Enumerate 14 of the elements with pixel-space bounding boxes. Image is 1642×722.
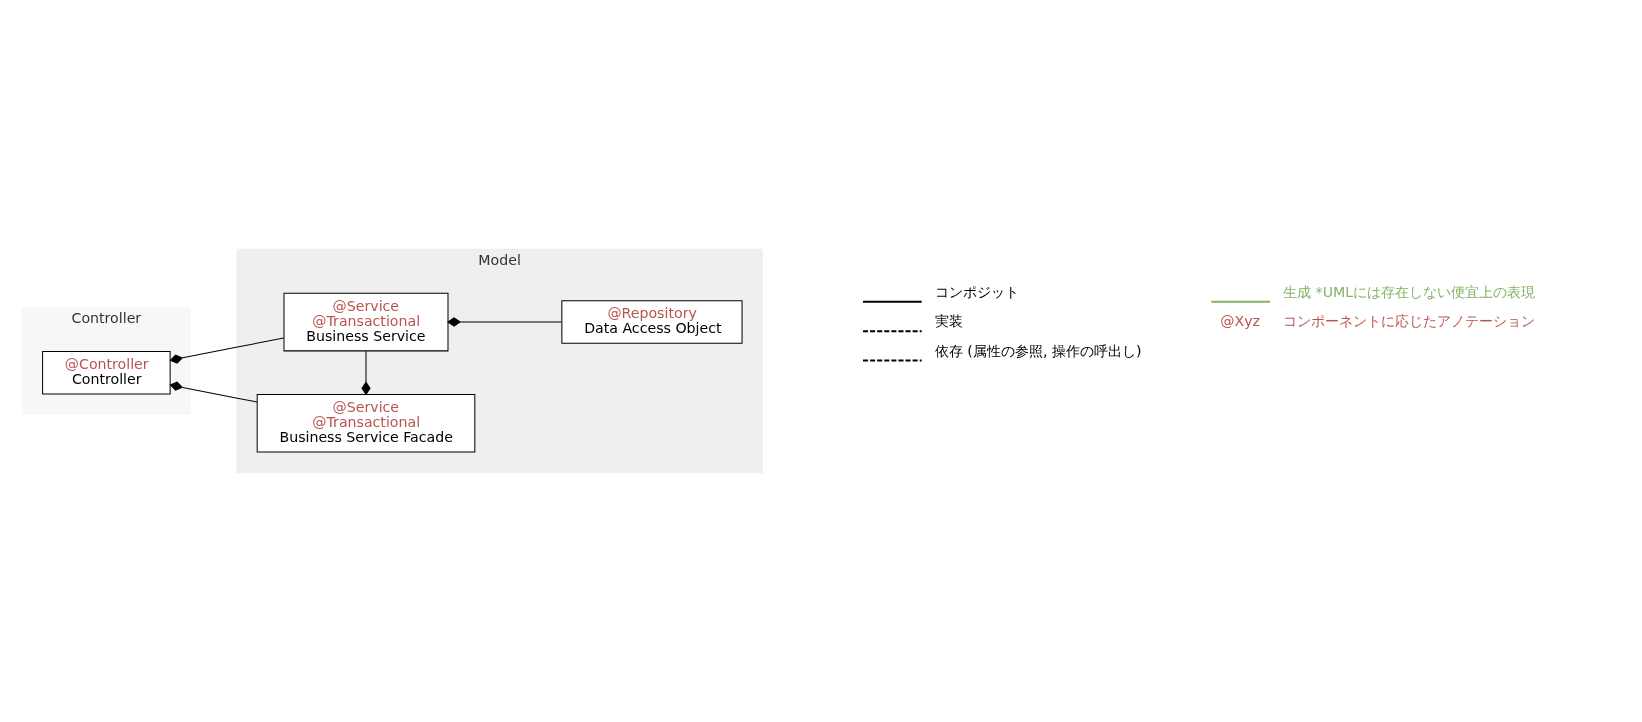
label: @Xyz — [1220, 313, 1260, 330]
legend-label: コンポーネントに応じたアノテーション — [1283, 313, 1536, 330]
legend-label: 実装 — [934, 313, 963, 330]
node-box: @Repository Data Access Object — [561, 300, 743, 344]
legend-label: 依存 (属性の参照, 操作の呼出し) — [934, 342, 1142, 359]
connector — [169, 337, 285, 364]
legend-label: コンポジット — [934, 283, 1019, 300]
connector — [361, 350, 371, 396]
node-box: @Controller Controller — [42, 350, 171, 395]
connector — [447, 317, 562, 327]
legend-label: 生成 *UMLには存在しない便宜上の表現 — [1283, 283, 1536, 300]
node-box: @Service @Transactional Business Service Facade — [256, 393, 476, 453]
connector — [169, 381, 258, 403]
node-box: @Service @Transactional Business Service — [283, 292, 449, 352]
